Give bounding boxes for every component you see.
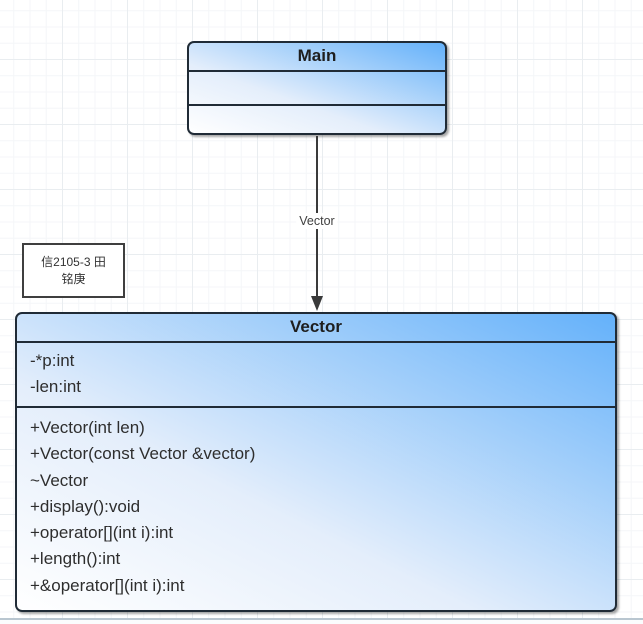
class-main-methods-compartment	[189, 106, 445, 133]
class-main-attributes-compartment	[189, 72, 445, 106]
class-box-vector[interactable]: Vector -*p:int -len:int +Vector(int len)…	[15, 312, 617, 612]
class-main-title: Main	[189, 43, 445, 72]
edge-label[interactable]: Vector	[296, 213, 338, 229]
attribute-item: -*p:int	[30, 351, 75, 370]
attribute-item: -len:int	[30, 377, 82, 397]
method-item: +Vector(const Vector &vector)	[30, 444, 256, 464]
method-item: +display():void	[30, 496, 141, 516]
method-item: +operator[](int i):int	[30, 523, 174, 543]
method-item: ~Vector	[30, 470, 89, 490]
annotation-text: 信2105-3 田 铭庚	[41, 254, 106, 286]
annotation-box[interactable]: 信2105-3 田 铭庚	[22, 243, 125, 298]
method-item: +length():int	[30, 549, 121, 569]
class-box-main[interactable]: Main	[187, 41, 447, 135]
arrowhead-icon	[311, 296, 323, 311]
class-vector-attributes-compartment: -*p:int -len:int	[17, 343, 615, 408]
method-item: +Vector(int len)	[30, 418, 145, 437]
method-item: +&operator[](int i):int	[30, 575, 185, 595]
class-vector-title: Vector	[17, 314, 615, 343]
canvas-bottom-edge	[0, 618, 643, 624]
class-vector-methods-compartment: +Vector(int len) +Vector(const Vector &v…	[17, 408, 615, 610]
